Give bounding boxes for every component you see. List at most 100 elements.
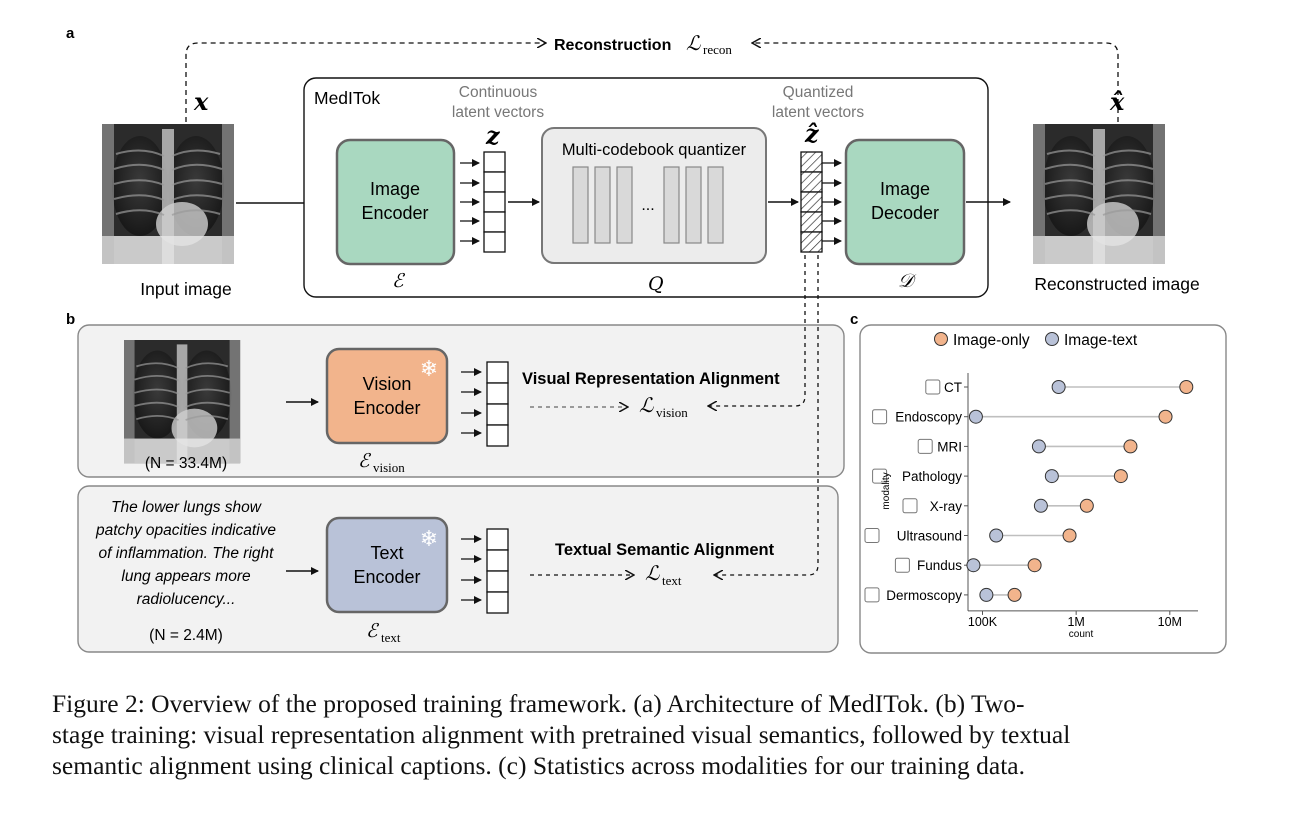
point-image-only [1062,528,1077,543]
legend-image-text: Image-text [1064,332,1138,349]
y-axis-title: modality [881,472,892,509]
quantized-latent-vectors [800,151,823,253]
input-xray-image [101,123,235,265]
vision-loss: ℒ [639,393,654,417]
category-label: Pathology [902,469,962,484]
continuous-label-2: latent vectors [452,104,544,121]
quantizer-symbol: Q [648,273,664,295]
caption-text-block: The lower lungs show patchy opacities in… [95,499,276,608]
vision-encoder-label-1: Vision [363,374,412,394]
caption-line-2: patchy opacities indicative [95,522,276,539]
vision-encoder-box [325,347,449,445]
point-image-text [1051,380,1066,394]
text-loss-sub: text [662,573,682,588]
text-feature-vectors [486,528,509,614]
text-encoder-label-1: Text [370,543,403,563]
vision-loss-sub: vision [656,405,688,420]
recon-loss: ℒ [686,31,701,55]
dermatoscope-icon [864,587,880,603]
encoder-output-arrows [460,159,480,245]
point-image-text [1044,469,1059,484]
point-image-text [989,528,1004,543]
caption-line-3: of inflammation. The right [99,545,275,562]
point-image-only [1113,469,1128,484]
point-image-only [1007,587,1022,602]
xhat-symbol: x̂ [1109,87,1125,116]
stage2-box [77,485,839,653]
stage1-box [77,324,845,478]
image-encoder-box [335,138,456,266]
reconstructed-xray-image [1032,123,1166,265]
point-image-text [1031,439,1046,454]
category-label: Fundus [917,558,962,573]
quantizer-title: Multi-codebook quantizer [562,141,747,159]
quantized-label-2: latent vectors [772,104,864,121]
text-output-arrows [461,535,482,604]
decoder-input-arrows [822,159,842,245]
stage1-xray-image [123,339,242,465]
stage2-count: (N = 2.4M) [149,627,223,644]
point-image-text [968,409,983,424]
vision-output-arrows [461,368,482,437]
continuous-latent-vectors [483,151,506,253]
category-label: CT [944,380,962,395]
point-image-text [966,558,981,573]
point-image-text [1033,498,1048,513]
ct-icon [925,379,941,395]
encoder-symbol: ℰ [392,270,406,292]
decoder-symbol: 𝒟 [898,270,917,292]
chart-legend: Image-only Image-text [934,332,1138,349]
recon-label: Reconstruction [554,37,671,54]
text-encoder-box [325,516,449,614]
caption-line-2: stage training: visual representation al… [52,720,1071,749]
point-image-text [979,587,994,602]
vision-feature-vectors [486,361,509,447]
text-encoder-symbol: ℰ [366,620,380,642]
stats-box [859,324,1227,654]
point-image-only [1158,409,1173,424]
category-label: MRI [937,439,962,454]
caption-line-1: The lower lungs show [111,499,263,516]
x-axis-title: count [1069,629,1094,640]
x-symbol: x [193,87,209,116]
text-loss: ℒ [645,561,660,585]
continuous-label-1: Continuous [459,84,538,101]
vision-encoder-label-2: Encoder [353,398,420,418]
xray-icon [902,498,918,514]
x-tick-label: 10M [1158,615,1182,629]
point-image-only [1179,380,1194,394]
quantized-label-1: Quantized [783,84,854,101]
panel-c-label: c [850,311,858,328]
category-label: Dermoscopy [886,588,962,603]
codebook-ellipsis: ... [641,197,654,214]
image-decoder-label-2: Decoder [871,203,939,223]
meditok-title: MedITok [314,88,380,108]
point-image-only [1123,439,1138,454]
image-encoder-label-2: Encoder [361,203,428,223]
caption-line-5: radiolucency... [137,591,236,608]
zhat-symbol: ẑ [804,119,820,148]
point-image-only [1027,558,1042,573]
vision-frozen-icon: ❄ [420,356,438,381]
codebooks [572,166,724,244]
x-tick-label: 1M [1067,615,1084,629]
text-frozen-icon: ❄ [420,526,438,551]
text-encoder-sub: text [381,630,401,645]
figure-caption: Figure 2: Overview of the proposed train… [52,688,1252,781]
vision-encoder-sub: vision [373,460,405,475]
mri-icon [917,438,933,454]
recon-loss-sub: recon [703,42,732,57]
category-label: Endoscopy [895,410,962,425]
text-encoder-label-2: Encoder [353,567,420,587]
panel-b-label: b [66,311,75,328]
caption-line-3: semantic alignment using clinical captio… [52,751,1025,780]
x-tick-label: 100K [968,615,998,629]
visual-alignment-label: Visual Representation Alignment [522,370,780,388]
panel-a-label: a [66,25,75,42]
point-image-only [1079,498,1094,513]
recon-arrow-right [752,43,1119,122]
z-symbol: z [485,121,501,150]
legend-image-only-swatch [934,332,948,346]
recon-arrow-left [185,43,546,122]
dumbbell-chart: CTEndoscopyMRIPathologyX-rayUltrasoundFu… [864,373,1198,640]
